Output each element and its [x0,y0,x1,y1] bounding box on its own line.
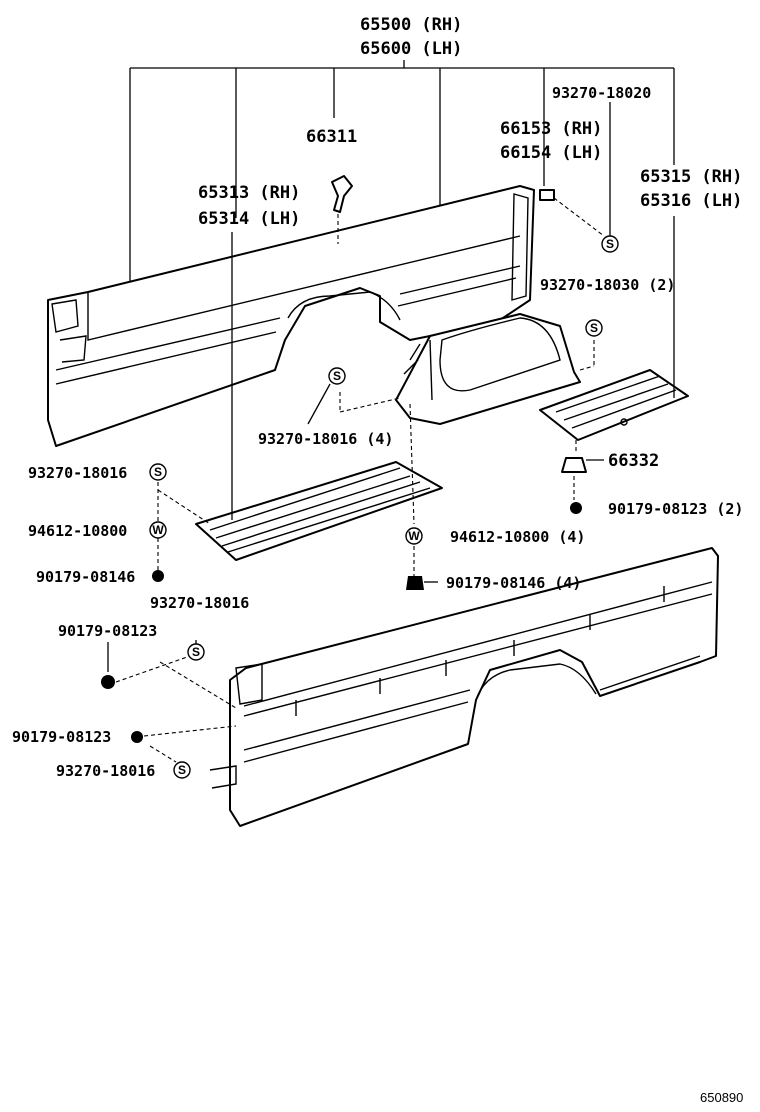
label-90179-08123-b: 90179-08123 [12,728,111,746]
symbol-s-93270-18020: S [601,235,619,253]
lower-floor-panel [195,461,443,561]
svg-text:S: S [590,321,598,335]
svg-text:S: S [178,763,186,777]
symbol-w-94612-4: W [405,527,423,545]
label-93270-18016-a: 93270-18016 [28,464,127,482]
nut-90179-08123-2 [570,502,582,514]
grommet-66332 [561,440,604,500]
nut-90179-08146-a [152,570,164,582]
bracket-66153 [539,189,605,237]
label-65315: 65315 (RH) [640,167,742,187]
symbol-s-93270-18030: S [585,319,603,337]
label-94612-a: 94612-10800 [28,522,127,540]
label-66153: 66153 (RH) [500,119,602,139]
svg-text:W: W [152,523,164,537]
nut-90179-08123-b [131,731,143,743]
label-66311: 66311 [306,127,357,147]
svg-text:S: S [192,645,200,659]
label-93270-18016-b: 93270-18016 [150,594,249,612]
label-90179-08123-2: 90179-08123 (2) [608,500,743,518]
right-floor-panel [539,369,689,441]
label-66154: 66154 (LH) [500,143,602,163]
label-65314: 65314 (LH) [198,209,300,229]
lower-side-panel [209,547,719,827]
svg-text:W: W [408,529,420,543]
diagram-code: 650890 [700,1090,743,1105]
symbol-s-93270-18016-4: S [328,367,346,385]
nut-90179-08146-4 [406,576,424,590]
symbol-s-93270-18016-a: S [149,463,167,481]
label-65500: 65500 (RH) [360,15,462,35]
bracket-65500 [129,60,675,340]
upper-side-panel [47,185,535,447]
label-93270-18016-4: 93270-18016 (4) [258,430,393,448]
label-65313: 65313 (RH) [198,183,300,203]
svg-text:S: S [154,465,162,479]
svg-text:S: S [333,369,341,383]
nut-90179-08123-a [101,675,115,689]
svg-text:S: S [606,237,614,251]
wheel-housing [395,313,581,425]
symbol-s-93270-18016-b: S [187,643,205,661]
clip-66311 [331,175,353,244]
symbol-w-94612-a: W [149,521,167,539]
symbol-s-93270-18016-c: S [173,761,191,779]
label-65316: 65316 (LH) [640,191,742,211]
label-66332: 66332 [608,451,659,471]
label-93270-18016-c: 93270-18016 [56,762,155,780]
label-65600: 65600 (LH) [360,39,462,59]
label-90179-08123-a: 90179-08123 [58,622,157,640]
label-90179-08146-a: 90179-08146 [36,568,135,586]
label-94612-4: 94612-10800 (4) [450,528,585,546]
label-93270-18020: 93270-18020 [552,84,651,102]
label-93270-18030: 93270-18030 (2) [540,276,675,294]
label-90179-08146-4: 90179-08146 (4) [446,574,581,592]
